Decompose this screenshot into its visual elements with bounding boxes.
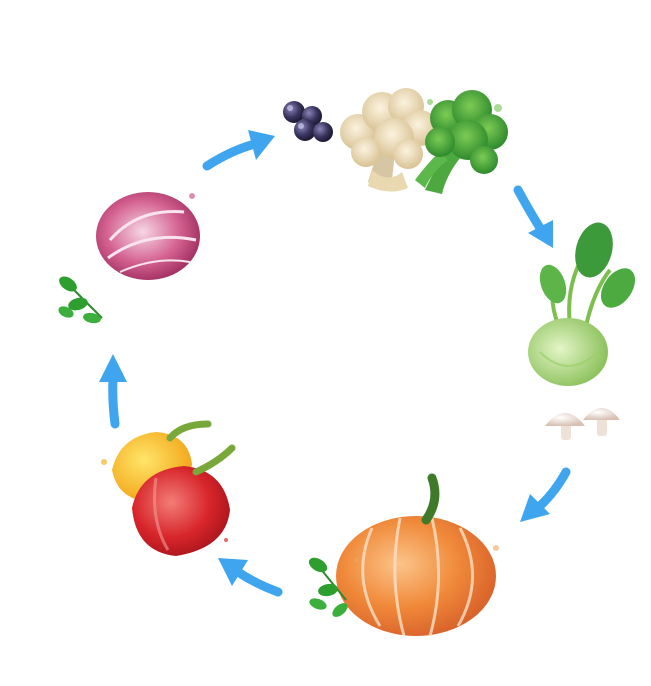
arrowhead [520,494,550,522]
arrow-pumpkin-to-peppers [233,567,283,597]
arrow-mushrooms-to-pumpkin [535,467,571,511]
arrowhead [528,220,553,248]
arrow-broccoli-to-kohlrabi [513,185,545,233]
radicchio-icon [96,192,200,280]
kohlrabi-icon [528,222,636,386]
bell-peppers-icon [101,420,236,556]
arrow-peppers-to-radicchio [108,373,120,429]
arrow-radicchio-to-blueberries [202,139,260,171]
parsley-icon [308,557,348,617]
mushrooms-icon [545,408,620,440]
cycle-arrows [99,130,571,597]
blueberries-icon [283,101,333,142]
parsley-icon [58,276,103,324]
arrowhead [248,130,275,160]
pumpkin-icon [336,473,499,637]
arrowhead [218,558,248,586]
broccoli-icon [415,90,508,194]
arrowhead [99,354,127,382]
